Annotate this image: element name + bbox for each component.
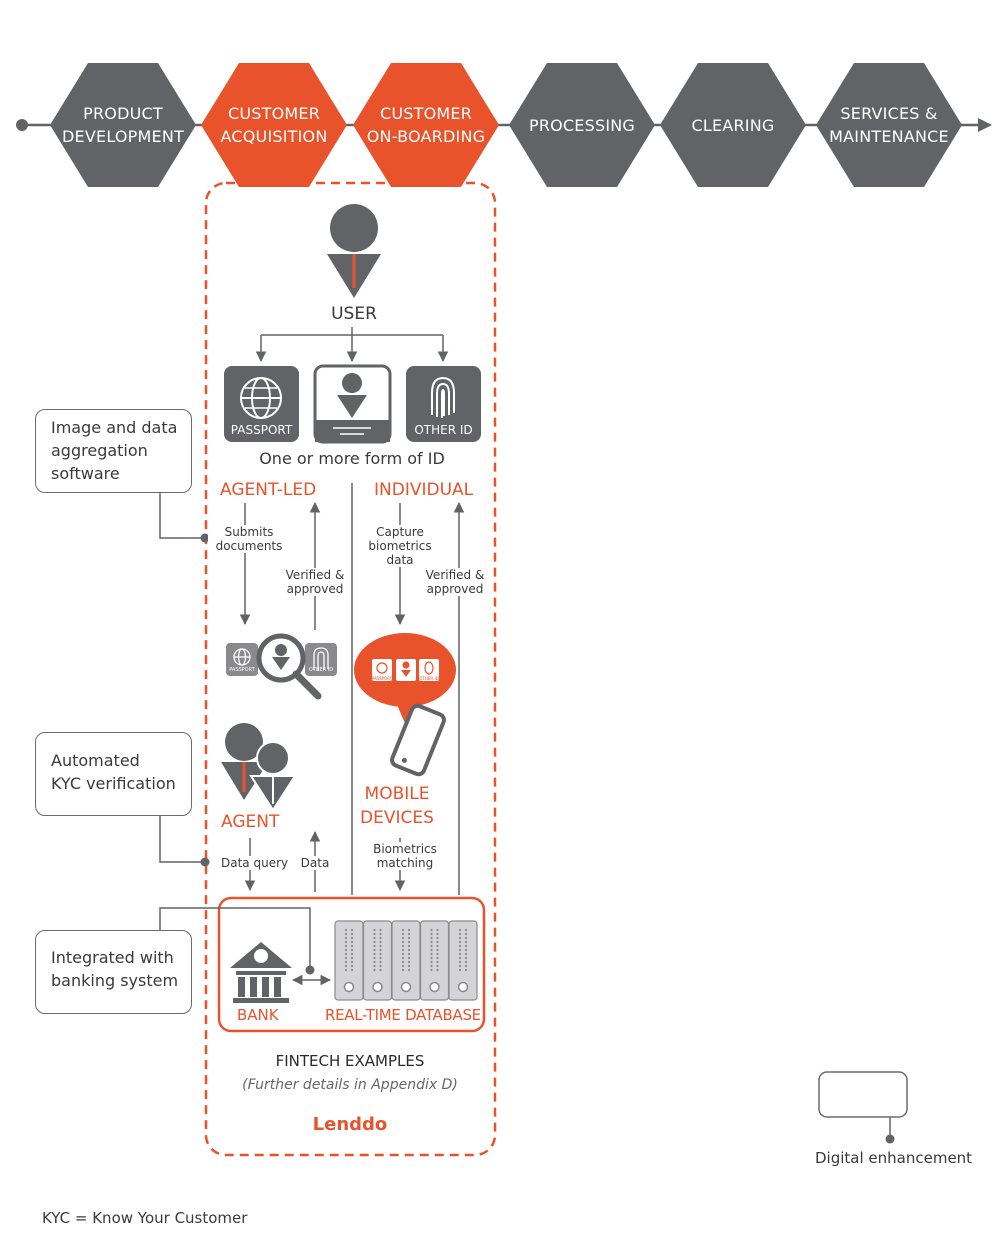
connector-dot-1 <box>200 533 210 543</box>
agent-label: AGENT <box>221 812 280 832</box>
other-id-icon <box>406 366 481 442</box>
stage-label-clearing: CLEARING <box>691 116 775 135</box>
stage-hex-services-maintenance <box>816 63 962 187</box>
database-servers-icon <box>334 920 478 1001</box>
other-id-label: OTHER ID <box>414 423 473 437</box>
footnote: KYC = Know Your Customer <box>42 1209 248 1227</box>
legend-box <box>818 1071 908 1118</box>
legend-dot <box>885 1134 895 1144</box>
individual-title: INDIVIDUAL <box>374 480 474 500</box>
bubble-passport-label: PASSPORT <box>371 676 393 681</box>
photo-id-icon <box>313 364 392 444</box>
stage-hex-clearing <box>660 63 806 187</box>
small-other-id-label: OTHER ID <box>308 667 334 673</box>
lenddo-brand: Lenddo <box>312 1114 388 1135</box>
stage-hexagons <box>50 63 962 187</box>
stage-hex-customer-onboarding <box>353 63 499 187</box>
user-to-id-arrows <box>255 327 449 363</box>
bubble-other-id-label: OTHER ID <box>419 676 439 681</box>
server-unit <box>448 920 478 1001</box>
data-label: Data <box>300 856 330 870</box>
user-icon <box>327 204 381 298</box>
verified-approved-label-left: Verified &approved <box>284 568 346 596</box>
fintech-subtitle: (Further details in Appendix D) <box>242 1077 458 1093</box>
bank-label: BANK <box>237 1006 279 1024</box>
process-end-arrow <box>978 118 992 132</box>
passport-label: PASSPORT <box>230 423 293 437</box>
stage-label-services-maintenance: SERVICES &MAINTENANCE <box>829 104 949 146</box>
stage-hex-product-development <box>50 63 196 187</box>
agent-led-title: AGENT-LED <box>220 480 317 500</box>
bank-database-box <box>217 896 486 1033</box>
agent-icon <box>221 723 297 812</box>
id-caption: One or more form of ID <box>259 449 445 468</box>
callout-connectors <box>159 493 311 969</box>
connector-dot-2 <box>200 857 210 867</box>
fintech-title: FINTECH EXAMPLES <box>275 1052 425 1070</box>
stage-hex-customer-acquisition <box>201 63 347 187</box>
user-label: USER <box>331 304 377 324</box>
stage-hex-processing <box>509 63 655 187</box>
process-start-dot <box>16 119 28 131</box>
data-query-label: Data query <box>221 856 289 870</box>
connector-dot-3 <box>305 965 315 975</box>
document-check-icon <box>226 633 337 700</box>
stage-label-processing: PROCESSING <box>528 116 636 135</box>
passport-icon <box>224 366 299 442</box>
fintech-examples-container <box>204 181 497 1157</box>
small-passport-label: PASSPORT <box>229 667 255 673</box>
bank-icon <box>230 942 292 1003</box>
mobile-phone-icon <box>390 703 446 777</box>
legend-label: Digital enhancement <box>815 1149 973 1167</box>
database-label: REAL-TIME DATABASE <box>325 1006 481 1024</box>
verified-approved-label-right: Verified &approved <box>424 568 486 596</box>
